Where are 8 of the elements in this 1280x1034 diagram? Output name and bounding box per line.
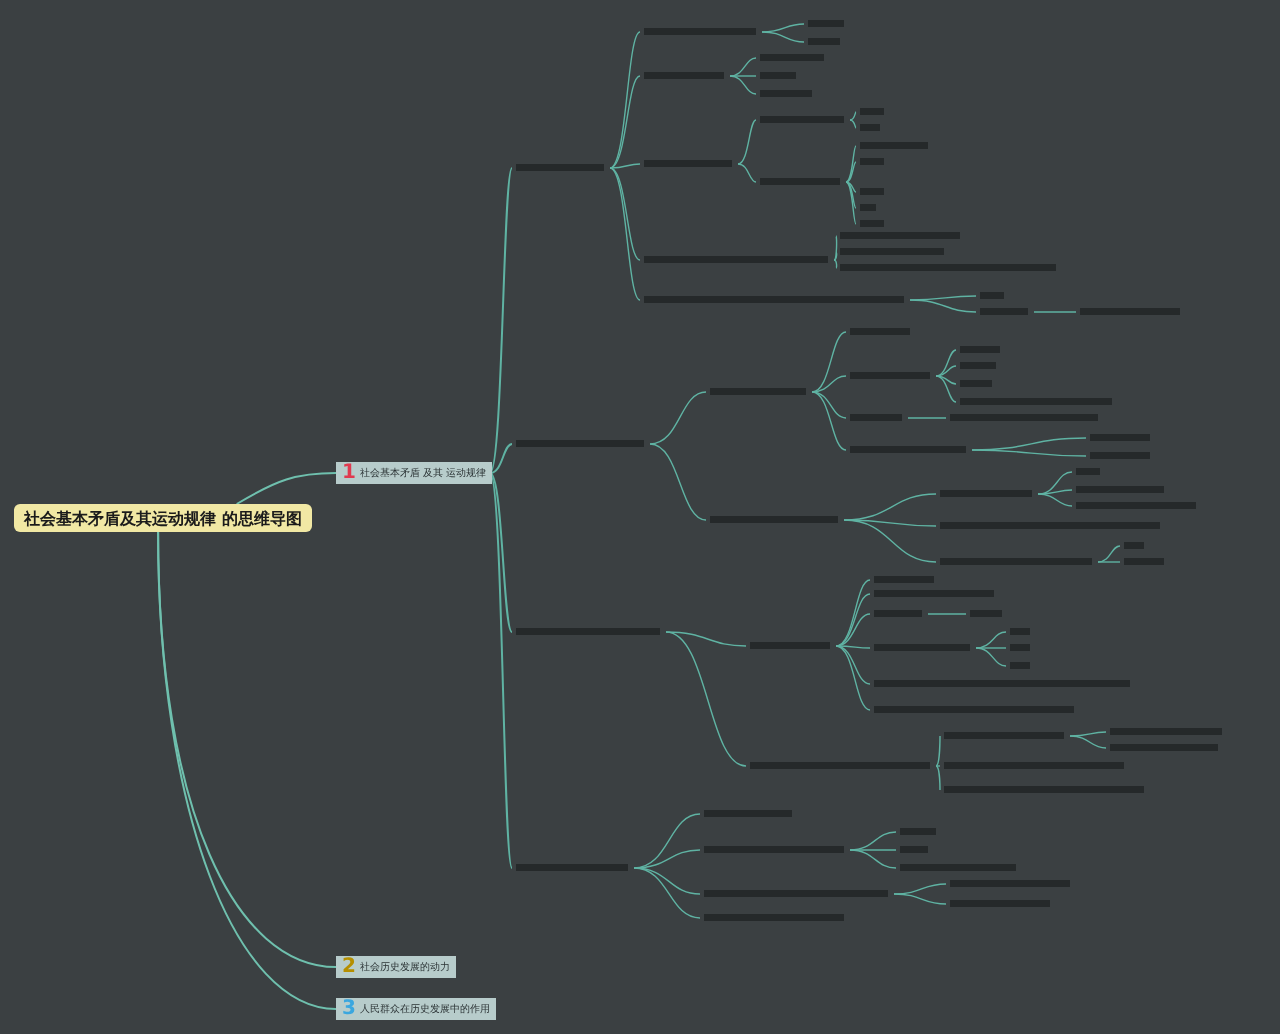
central-topic: 社会基本矛盾及其运动规律 的思维导图 [14, 504, 312, 532]
topic-box [336, 998, 496, 1020]
topic-box [336, 462, 493, 484]
number-marker: 2 [342, 956, 356, 978]
number-marker: 1 [342, 462, 356, 484]
branch-line [235, 472, 337, 505]
topic-box [336, 956, 456, 978]
number-marker: 3 [342, 998, 356, 1020]
